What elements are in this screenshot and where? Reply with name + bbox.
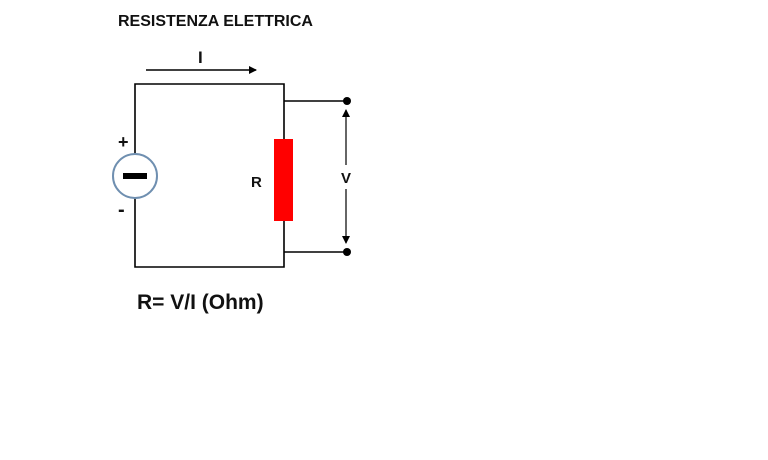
resistor-label: R	[251, 174, 262, 191]
formula: R= V/I (Ohm)	[137, 291, 264, 314]
terminal-bottom	[343, 248, 351, 256]
source-plus-label: +	[118, 132, 129, 152]
current-label: I	[198, 48, 203, 67]
source-minus-label: -	[118, 199, 125, 221]
source-minus-bar	[123, 173, 147, 179]
wire-top	[134, 83, 285, 154]
resistor	[274, 139, 293, 221]
diagram-title: RESISTENZA ELETTRICA	[118, 13, 313, 30]
terminal-top	[343, 97, 351, 105]
voltage-label: V	[341, 170, 351, 187]
wire-bottom	[134, 198, 285, 268]
